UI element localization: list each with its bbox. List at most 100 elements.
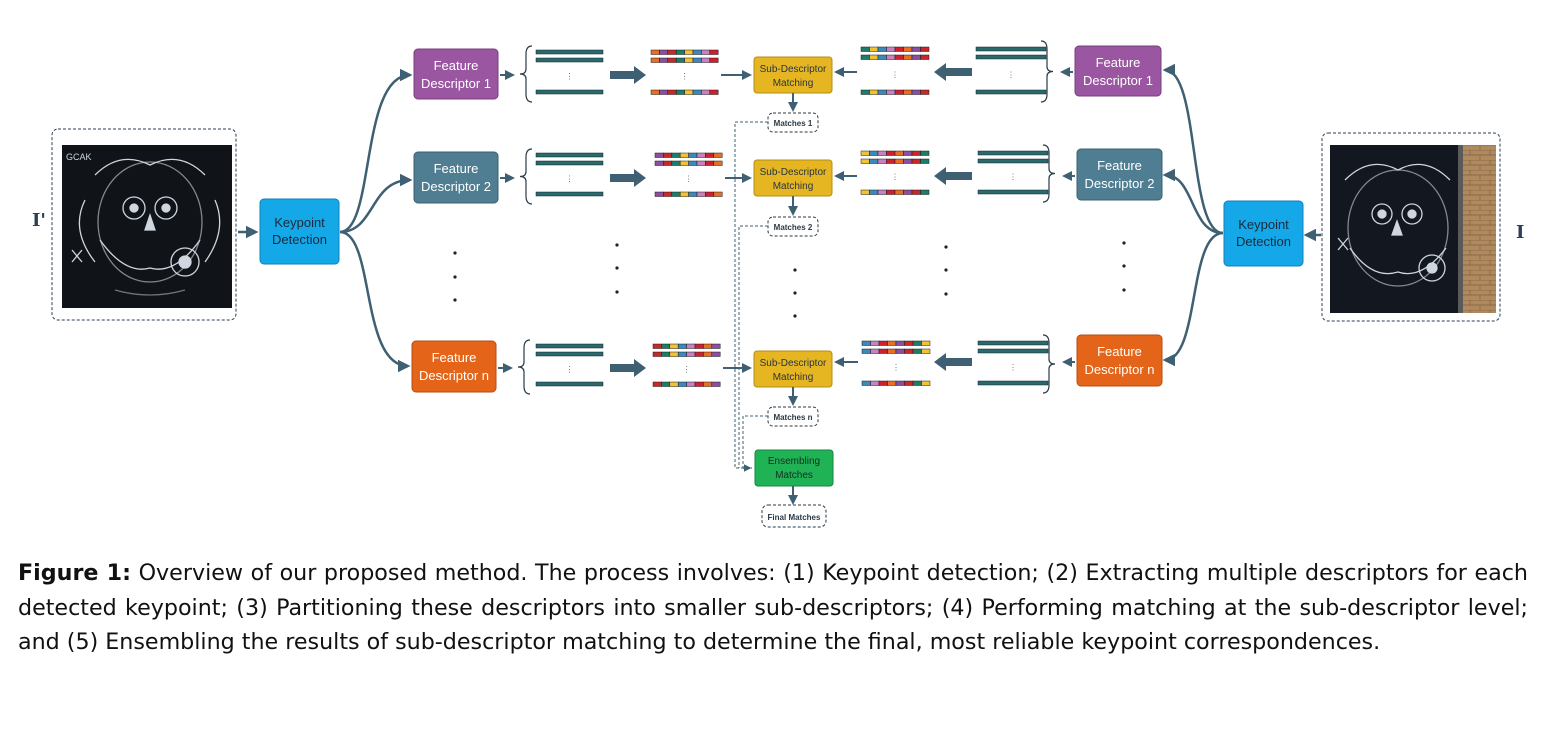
sdm-1-line-1: Sub-Descriptor: [760, 64, 827, 75]
sub-descriptor-segment: [709, 57, 719, 63]
keypoint-detection-left: Keypoint Detection: [259, 198, 340, 265]
sub-descriptor-segment: [895, 340, 905, 346]
sub-descriptor-segment: [711, 351, 721, 357]
sub-descriptor-segment: [654, 191, 664, 197]
descriptor-bar: [535, 57, 604, 63]
partition-arrow: [610, 66, 646, 84]
descriptor-bar: [535, 343, 604, 349]
sub-descriptor-segment: [677, 343, 687, 349]
sub-descriptor-segment: [711, 343, 721, 349]
fd-left-2-line-2: Descriptor 2: [421, 179, 491, 194]
sub-descriptor-segment: [671, 160, 681, 166]
sub-descriptor-segment: [701, 57, 711, 63]
sub-descriptor-segment: [661, 351, 671, 357]
sub-descriptor-segment: [912, 348, 922, 354]
sub-descriptor-segment: [652, 351, 662, 357]
vertical-dots: ⋮: [683, 365, 691, 374]
sub-descriptor-segment: [692, 57, 702, 63]
sub-descriptor-segment: [886, 158, 896, 164]
fd-left-1-line-2: Descriptor 1: [421, 76, 491, 91]
sub-descriptor-segment: [911, 150, 921, 156]
right-image-label: I: [1516, 222, 1524, 243]
caption-text: Overview of our proposed method. The pro…: [18, 560, 1528, 655]
descriptor-bar: [535, 191, 604, 197]
sub-descriptor-segment: [912, 380, 922, 386]
keypoint-right-line-1: Keypoint: [1238, 217, 1289, 232]
sub-descriptor-segment: [677, 351, 687, 357]
sub-descriptor-segment: [878, 348, 888, 354]
sub-descriptor-segment: [869, 158, 879, 164]
fan-out-left: [339, 68, 413, 373]
keypoint-left-line-1: Keypoint: [274, 215, 325, 230]
sub-descriptor-segment: [679, 191, 689, 197]
sub-descriptor-segment: [667, 57, 677, 63]
sub-descriptor-segment: [654, 160, 664, 166]
fd-right-1-line-1: Feature: [1096, 55, 1141, 70]
sub-descriptor-segment: [675, 57, 685, 63]
matches-2-box: Matches 2: [767, 216, 819, 237]
sub-descriptor-segment: [659, 49, 669, 55]
matches-n-box: Matches n: [767, 406, 819, 427]
sub-descriptor-segment: [920, 150, 930, 156]
sub-descriptor-segment: [667, 89, 677, 95]
sub-descriptor-segment: [861, 348, 871, 354]
vertical-dots: ⋮: [1007, 71, 1015, 80]
fd-left-n-line-2: Descriptor n: [419, 368, 489, 383]
sub-descriptor-segment: [675, 89, 685, 95]
partition-arrow: [934, 353, 972, 371]
descriptor-bar: [535, 152, 604, 158]
feature-descriptor-left-1: Feature Descriptor 1: [413, 48, 499, 100]
descriptor-bracket: [1042, 144, 1056, 203]
matches-2-label: Matches 2: [774, 223, 813, 232]
sub-descriptor-segment: [661, 343, 671, 349]
sub-descriptor-segment: [860, 54, 870, 60]
sdm-2-line-1: Sub-Descriptor: [760, 167, 827, 178]
descriptor-bar: [535, 49, 604, 55]
sub-descriptor-segment: [669, 343, 679, 349]
sub-descriptor-segment: [652, 381, 662, 387]
sub-descriptor-segment: [684, 57, 694, 63]
partition-arrow: [610, 169, 646, 187]
fan-out-right: [1162, 63, 1224, 367]
sub-descriptor-segment: [870, 348, 880, 354]
figure-caption: Figure 1: Overview of our proposed metho…: [18, 556, 1528, 660]
sub-descriptor-segment: [869, 189, 879, 195]
keypoint-detection-right: Keypoint Detection: [1223, 200, 1304, 267]
partition-arrow: [610, 359, 646, 377]
sub-descriptor-segment: [878, 340, 888, 346]
vertical-dots: ⋮: [685, 175, 693, 184]
sub-descriptor-segment: [903, 54, 913, 60]
sub-descriptor-segment: [688, 152, 698, 158]
sub-descriptor-segment: [677, 381, 687, 387]
vertical-dots: ⋮: [892, 363, 900, 372]
sub-descriptor-segment: [903, 46, 913, 52]
sub-descriptor-segment: [869, 54, 879, 60]
sub-descriptor-segment: [860, 89, 870, 95]
sub-descriptor-segment: [654, 152, 664, 158]
sub-descriptor-segment: [696, 160, 706, 166]
sub-descriptor-segment: [703, 351, 713, 357]
sub-descriptor-segment: [659, 57, 669, 63]
descriptor-bracket: [519, 45, 533, 103]
matches-n-label: Matches n: [773, 413, 812, 422]
sub-descriptor-segment: [661, 381, 671, 387]
keypoint-left-line-2: Detection: [272, 232, 327, 247]
sub-descriptor-segment: [679, 152, 689, 158]
sub-descriptor-segment: [713, 191, 723, 197]
sub-descriptor-segment: [903, 189, 913, 195]
mural-artwork-left: [71, 158, 221, 296]
sub-descriptor-segment: [911, 89, 921, 95]
fd-right-n-line-1: Feature: [1097, 344, 1142, 359]
descriptor-bar: [535, 160, 604, 166]
sub-descriptor-segment: [663, 160, 673, 166]
sub-descriptor-matching-1: Sub-Descriptor Matching: [753, 56, 833, 94]
sub-descriptor-segment: [911, 46, 921, 52]
sub-descriptor-segment: [705, 191, 715, 197]
descriptor-bar: [977, 158, 1049, 164]
sub-descriptor-segment: [679, 160, 689, 166]
sub-descriptor-segment: [877, 89, 887, 95]
sub-descriptor-segment: [912, 340, 922, 346]
left-image-label: I': [32, 210, 46, 231]
ellipsis-dots: [453, 241, 1126, 318]
final-matches-box: Final Matches: [761, 504, 827, 528]
